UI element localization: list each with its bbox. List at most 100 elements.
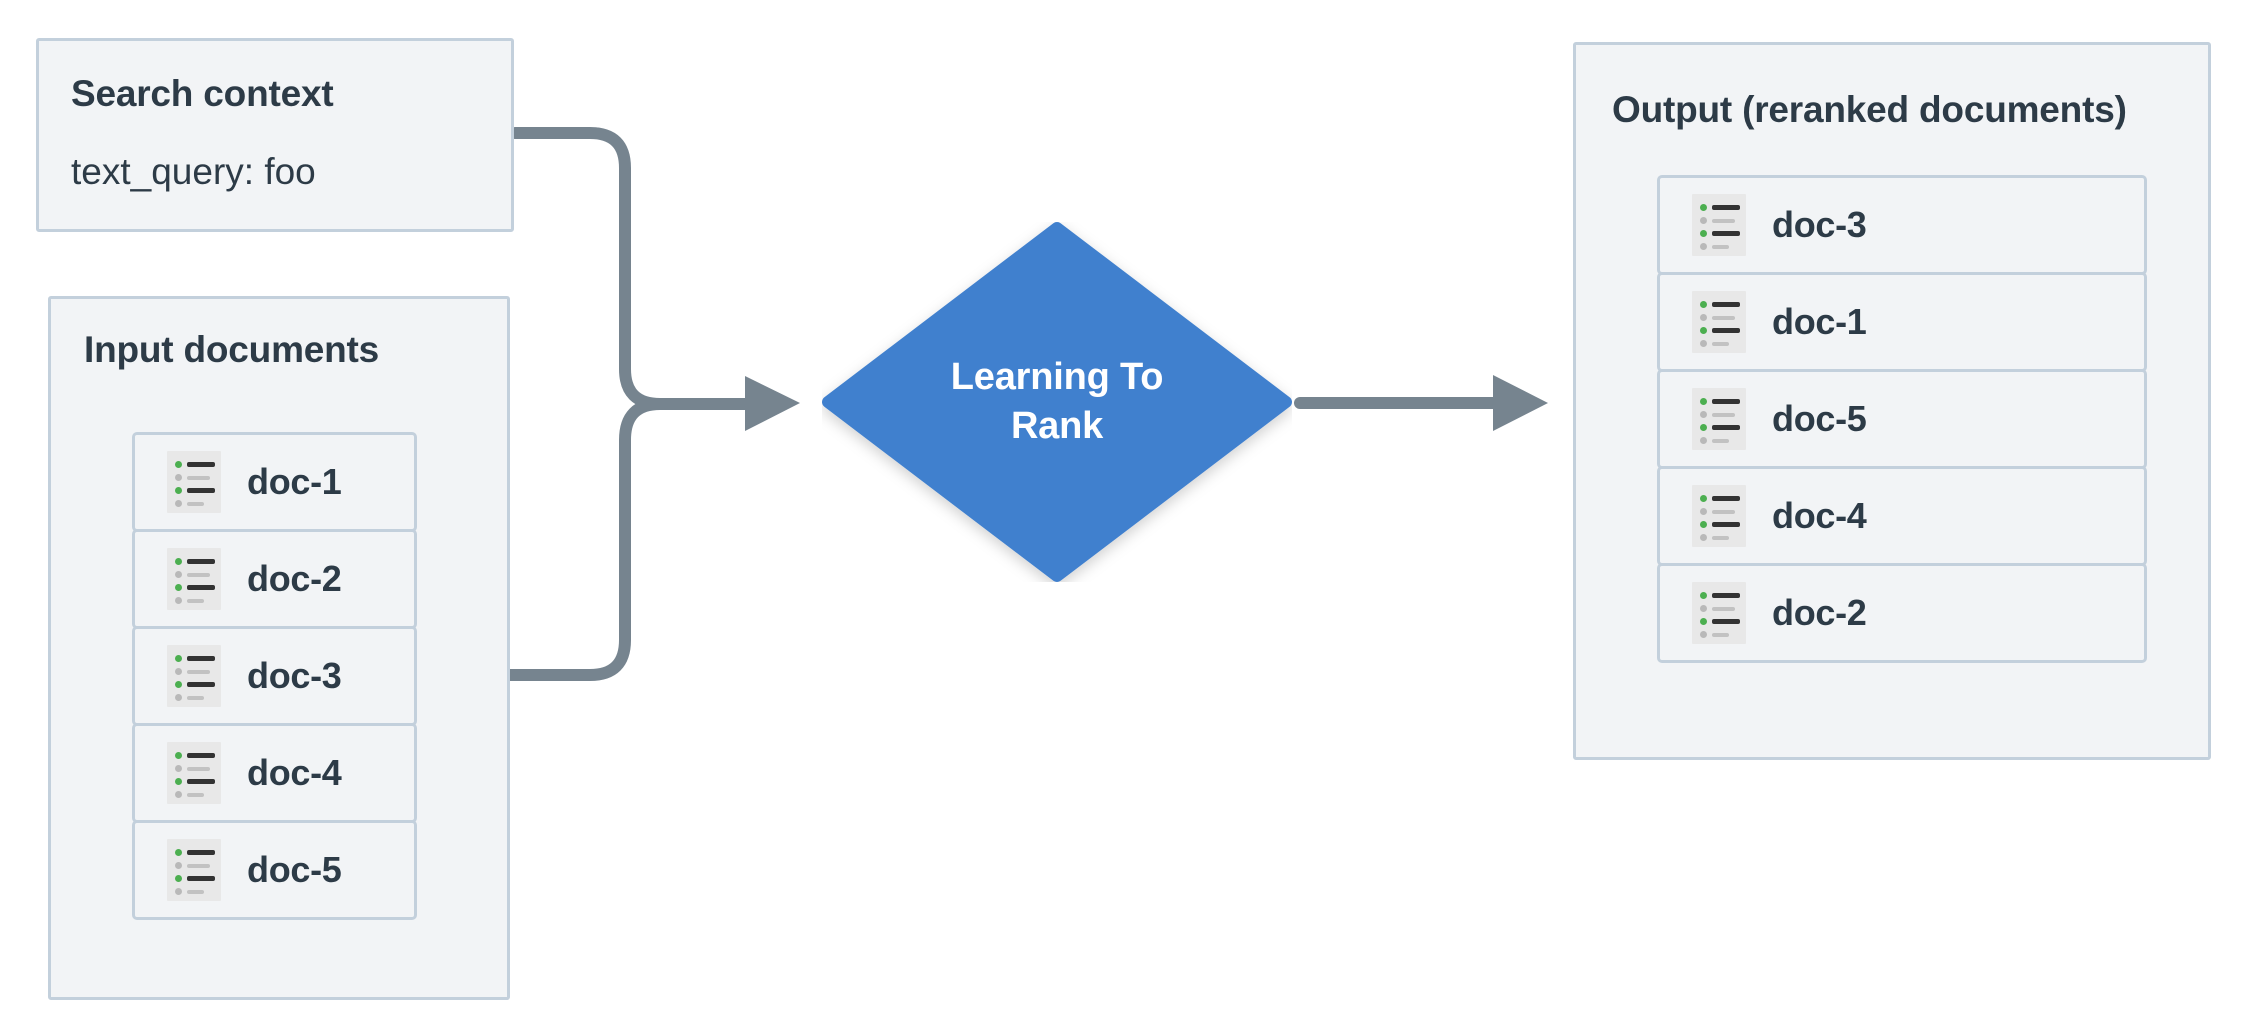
- list-row: [175, 849, 215, 856]
- output-document-item[interactable]: doc-4: [1657, 466, 2147, 566]
- list-bar: [1712, 341, 1729, 346]
- list-bar: [1712, 231, 1740, 236]
- list-bullet: [1700, 327, 1707, 334]
- list-bar: [1712, 496, 1740, 501]
- list-bullet: [175, 668, 182, 675]
- input-document-item[interactable]: doc-5: [132, 820, 417, 920]
- input-document-item[interactable]: doc-3: [132, 626, 417, 726]
- list-row: [1700, 230, 1740, 237]
- document-list-icon: [167, 645, 221, 707]
- list-bullet: [175, 487, 182, 494]
- list-bar: [1712, 399, 1740, 404]
- list-bar: [1712, 244, 1729, 249]
- list-bar: [187, 863, 210, 868]
- list-bar: [187, 792, 204, 797]
- list-bullet: [175, 558, 182, 565]
- list-bullet: [1700, 398, 1707, 405]
- list-bullet: [1700, 534, 1707, 541]
- list-bar: [187, 585, 215, 590]
- list-bullet: [175, 681, 182, 688]
- list-row: [1700, 534, 1740, 541]
- document-label: doc-4: [1772, 495, 1867, 536]
- output-document-item[interactable]: doc-2: [1657, 563, 2147, 663]
- list-row: [1700, 605, 1740, 612]
- list-bullet: [175, 862, 182, 869]
- list-row: [175, 597, 215, 604]
- list-row: [175, 500, 215, 507]
- list-row: [175, 778, 215, 785]
- document-label: doc-4: [247, 752, 342, 793]
- search-context-title: Search context: [71, 73, 334, 114]
- list-bar: [187, 656, 215, 661]
- list-row: [1700, 340, 1740, 347]
- list-bar: [1712, 412, 1735, 417]
- list-row: [1700, 618, 1740, 625]
- list-row: [1700, 424, 1740, 431]
- list-row: [175, 888, 215, 895]
- list-bar: [187, 695, 204, 700]
- list-bar: [187, 753, 215, 758]
- document-label: doc-3: [1772, 204, 1867, 245]
- list-bar: [187, 559, 215, 564]
- output-document-item[interactable]: doc-1: [1657, 272, 2147, 372]
- input-document-item[interactable]: doc-2: [132, 529, 417, 629]
- list-row: [175, 862, 215, 869]
- learning-to-rank-node[interactable]: Learning To Rank: [822, 222, 1292, 582]
- document-list-icon: [167, 548, 221, 610]
- list-bullet: [175, 791, 182, 798]
- list-bar: [187, 572, 210, 577]
- list-bar: [1712, 328, 1740, 333]
- list-bullet: [175, 765, 182, 772]
- document-label: doc-5: [247, 849, 342, 890]
- list-bullet: [175, 584, 182, 591]
- list-bullet: [1700, 217, 1707, 224]
- list-bar: [187, 462, 215, 467]
- document-list-icon: [1692, 291, 1746, 353]
- list-bullet: [1700, 243, 1707, 250]
- list-bullet: [1700, 314, 1707, 321]
- list-bar: [187, 598, 204, 603]
- list-row: [1700, 327, 1740, 334]
- document-list-icon: [1692, 485, 1746, 547]
- list-bullet: [175, 694, 182, 701]
- output-document-item[interactable]: doc-5: [1657, 369, 2147, 469]
- document-label: doc-5: [1772, 398, 1867, 439]
- list-bar: [187, 501, 204, 506]
- list-bar: [187, 682, 215, 687]
- document-list-icon: [1692, 194, 1746, 256]
- list-bullet: [1700, 437, 1707, 444]
- output-document-item[interactable]: doc-3: [1657, 175, 2147, 275]
- document-label: doc-2: [247, 558, 342, 599]
- list-bullet: [1700, 618, 1707, 625]
- connector-input-documents-to-ltr: [497, 398, 758, 681]
- list-row: [175, 571, 215, 578]
- list-row: [1700, 521, 1740, 528]
- document-label: doc-2: [1772, 592, 1867, 633]
- list-bar: [187, 889, 204, 894]
- input-document-item[interactable]: doc-4: [132, 723, 417, 823]
- list-row: [175, 681, 215, 688]
- list-row: [1700, 495, 1740, 502]
- list-bullet: [175, 888, 182, 895]
- list-row: [175, 461, 215, 468]
- input-document-item[interactable]: doc-1: [132, 432, 417, 532]
- list-row: [175, 584, 215, 591]
- list-row: [1700, 437, 1740, 444]
- list-row: [175, 655, 215, 662]
- document-list-icon: [1692, 582, 1746, 644]
- document-label: doc-3: [247, 655, 342, 696]
- list-bullet: [175, 849, 182, 856]
- list-row: [175, 474, 215, 481]
- list-bullet: [1700, 592, 1707, 599]
- list-bar: [1712, 522, 1740, 527]
- list-bullet: [175, 597, 182, 604]
- list-bullet: [1700, 495, 1707, 502]
- list-row: [175, 752, 215, 759]
- document-label: doc-1: [247, 461, 342, 502]
- search-context-query: text_query: foo: [71, 151, 316, 192]
- list-bar: [1712, 619, 1740, 624]
- list-row: [1700, 243, 1740, 250]
- list-row: [1700, 217, 1740, 224]
- list-bullet: [1700, 340, 1707, 347]
